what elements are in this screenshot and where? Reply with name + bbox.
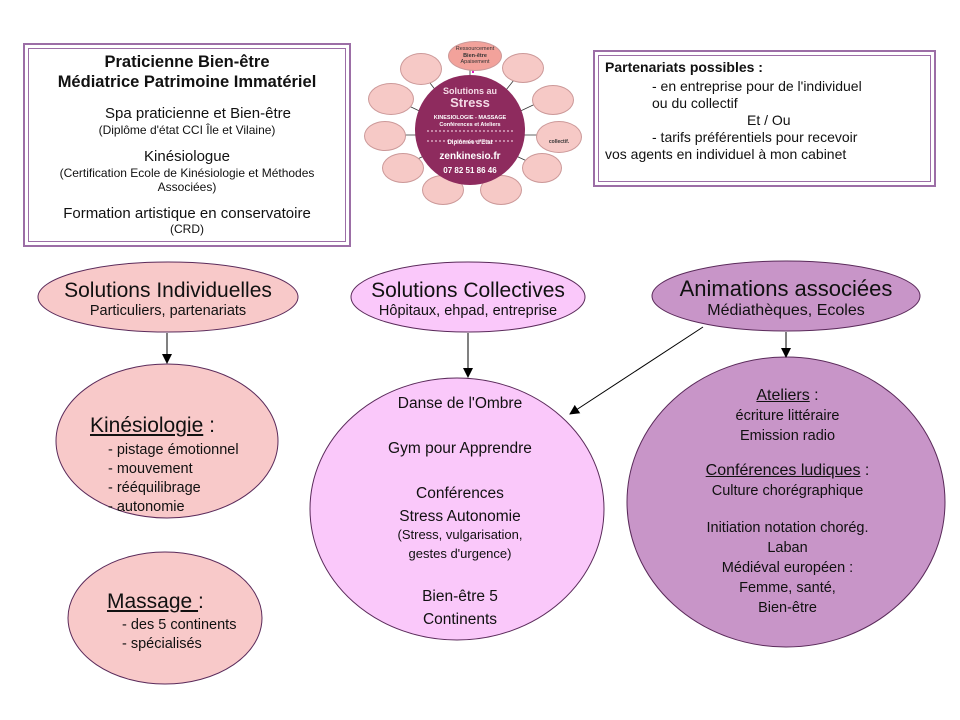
collective-item-bienetre: Bien-être 5 (422, 588, 498, 605)
node-individuelles-subtitle: Particuliers, partenariats (89, 303, 247, 319)
collective-item-danse: Danse de l'Ombre (397, 395, 523, 412)
kinesio-title: Kinésiologue (144, 148, 230, 165)
partners-line3: Et / Ou (747, 112, 791, 128)
stress-bubble-top-line2: Bien-être (463, 52, 487, 59)
stress-bubble-collectif: collectif. (536, 121, 582, 153)
spa-detail: (Diplôme d'état CCI Île et Vilaine) (98, 123, 276, 137)
stress-bubble-top-line3: Apaisement (460, 59, 490, 66)
arrow-animations-to-collective (569, 326, 704, 415)
extra-item: Médiéval européen : (721, 560, 854, 576)
kinesiologie-colon: : (203, 414, 215, 437)
kinesiologie-shape (55, 363, 279, 519)
node-collectives-subtitle: Hôpitaux, ehpad, entreprise (378, 303, 558, 319)
stress-center-line3: KINESIOLOGIE - MASSAGE (433, 115, 507, 121)
ateliers-item: écriture littéraire (735, 408, 840, 424)
conferences-heading: Conférences ludiques : (660, 461, 915, 481)
kinesiologie-title: Kinésiologie (90, 414, 204, 437)
ateliers-title: Ateliers (756, 387, 810, 404)
stress-bubble (368, 83, 414, 115)
spa-title: Spa praticienne et Bien-être (105, 105, 291, 122)
node-individuelles-title: Solutions Individuelles (64, 279, 272, 302)
kinesiologie-item: - mouvement (108, 461, 193, 477)
partners-line5: vos agents en individuel à mon cabinet (605, 146, 847, 162)
node-collectives-shape (350, 261, 586, 333)
stress-bubble (400, 53, 442, 85)
collective-item-detail2: gestes d'urgence) (408, 546, 512, 561)
partners-line2: ou du collectif (652, 95, 738, 111)
massage-heading: Massage : (107, 590, 204, 614)
node-individuelles-shape (37, 261, 299, 333)
stress-bubble (522, 153, 562, 183)
stress-center-line5: Diplômée d'Etat (447, 140, 493, 146)
collective-circle-shape (309, 377, 605, 641)
stress-center: Solutions au Stress KINESIOLOGIE - MASSA… (415, 75, 525, 185)
formation-detail: (CRD) (170, 222, 204, 236)
node-animations-subtitle: Médiathèques, Ecoles (707, 302, 865, 319)
node-animations-title: Animations associées (679, 276, 893, 301)
node-animations-shape (651, 260, 921, 332)
profile-box: Praticienne Bien-être Médiatrice Patrimo… (23, 43, 351, 247)
stress-center-line2: Stress (450, 95, 490, 110)
collective-item-continents: Continents (422, 611, 498, 628)
extra-item: Initiation notation chorég. (706, 520, 869, 536)
kinesiologie-item: - rééquilibrage (108, 480, 201, 496)
massage-shape (67, 551, 263, 685)
node-collectives-title: Solutions Collectives (371, 279, 565, 302)
kinesio-detail-line2: Associées) (157, 180, 217, 194)
kinesiologie-heading: Kinésiologie : (90, 414, 215, 438)
extra-item: Laban (767, 540, 808, 556)
kinesiologie-list: - pistage émotionnel - mouvement - rééqu… (108, 441, 239, 517)
stress-center-line4: Conférences et Ateliers (439, 122, 501, 128)
profile-title-line2: Médiatrice Patrimoine Immatériel (57, 73, 317, 91)
conferences-colon: : (860, 462, 870, 479)
ateliers-heading: Ateliers : (660, 386, 915, 406)
collective-item-gym: Gym pour Apprendre (388, 440, 532, 457)
kinesiologie-item: - pistage émotionnel (108, 442, 239, 458)
partners-line4: - tarifs préférentiels pour recevoir (652, 129, 858, 145)
extra-item: Bien-être (758, 600, 817, 616)
stress-bubble (532, 85, 574, 115)
stress-center-line1: Solutions au (443, 86, 497, 96)
kinesio-detail-line1: (Certification Ecole de Kinésiologie et … (59, 166, 315, 180)
partners-title: Partenariats possibles : (605, 59, 763, 75)
massage-list: - des 5 continents - spécialisés (122, 616, 236, 654)
partners-line1: - en entreprise pour de l'individuel (652, 78, 862, 94)
node-animations: Animations associées Médiathèques, Ecole… (652, 277, 920, 321)
profile-title-line1: Praticienne Bien-être (104, 53, 270, 71)
node-collectives: Solutions Collectives Hôpitaux, ehpad, e… (352, 279, 584, 320)
animations-circle: Ateliers : écriture littéraire Emission … (660, 386, 915, 618)
conferences-item: Culture chorégraphique (711, 483, 864, 499)
stress-website: zenkinesio.fr (439, 151, 501, 162)
extra-item: Femme, santé, (739, 580, 836, 596)
massage-colon: : (198, 590, 204, 613)
collective-item-stress: Stress Autonomie (399, 508, 521, 525)
conferences-title: Conférences ludiques (705, 462, 861, 479)
collective-item-detail1: (Stress, vulgarisation, (397, 527, 523, 542)
stress-bubble-top-line1: Ressourcement (455, 46, 495, 53)
ateliers-item: Emission radio (739, 428, 836, 444)
massage-item: - spécialisés (122, 636, 202, 652)
partners-box: Partenariats possibles : - en entreprise… (593, 50, 936, 187)
stress-bubble (502, 53, 544, 83)
massage-title: Massage (107, 590, 199, 613)
kinesiologie-item: - autonomie (108, 499, 185, 515)
stress-bubble (364, 121, 406, 151)
massage-item: - des 5 continents (122, 617, 237, 633)
node-individuelles: Solutions Individuelles Particuliers, pa… (40, 279, 296, 320)
collective-circle: Danse de l'Ombre Gym pour Apprendre Conf… (330, 394, 590, 630)
stress-center-fineprint (427, 130, 513, 142)
stress-bubble-collectif-text: collectif. (548, 139, 570, 145)
stress-phone: 07 82 51 86 46 (443, 166, 497, 175)
formation-title: Formation artistique en conservatoire (63, 205, 311, 222)
collective-item-conferences: Conférences (416, 485, 504, 502)
stress-bubble (382, 153, 424, 183)
ateliers-colon: : (809, 387, 819, 404)
